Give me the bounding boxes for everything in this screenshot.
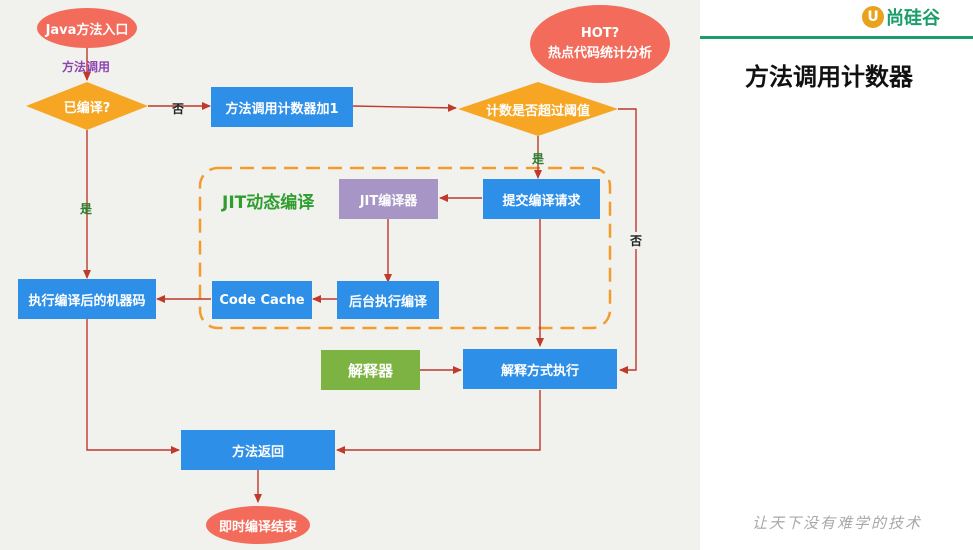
compiled-decision-label: 已编译? — [63, 100, 111, 116]
end-node: 即时编译结束 — [206, 506, 310, 544]
submit-compile-label: 提交编译请求 — [502, 193, 581, 209]
background-compile-label: 后台执行编译 — [348, 294, 427, 310]
page-title: 方法调用计数器 — [745, 63, 913, 91]
method-return-label: 方法返回 — [231, 444, 284, 460]
slogan-watermark: 让天下没有难学的技术 — [752, 514, 923, 532]
edge-interp-to-return — [336, 390, 541, 454]
execute-compiled-label: 执行编译后的机器码 — [28, 293, 146, 309]
yes-label-compiled: 是 — [80, 202, 93, 216]
execute-compiled-node: 执行编译后的机器码 — [18, 279, 156, 319]
brand-logo: U 尚硅谷 — [862, 4, 940, 30]
jit-compiler-label: JIT编译器 — [359, 193, 418, 209]
interpreted-execution-node: 解释方式执行 — [463, 349, 617, 389]
threshold-decision-label: 计数是否超过阈值 — [485, 103, 590, 119]
no-label-threshold: 否 — [630, 232, 643, 249]
end-label: 即时编译结束 — [218, 519, 297, 535]
counter-increment-node: 方法调用计数器加1 — [211, 87, 353, 127]
method-call-label: 方法调用 — [62, 60, 111, 74]
hot-analysis-node: HOT? 热点代码统计分析 — [530, 5, 670, 83]
counter-increment-label: 方法调用计数器加1 — [225, 101, 339, 117]
threshold-decision-shape — [458, 82, 618, 136]
start-node: Java方法入口 — [37, 8, 137, 48]
interpreter-node: 解释器 — [321, 350, 420, 390]
start-label: Java方法入口 — [45, 22, 129, 38]
method-return-node: 方法返回 — [181, 430, 335, 470]
hot-analysis-label: HOT? 热点代码统计分析 — [547, 26, 652, 61]
edge-exec-to-return — [86, 319, 180, 454]
brand-divider — [700, 36, 973, 39]
jit-group-title: JIT动态编译 — [222, 193, 315, 213]
code-cache-label: Code Cache — [219, 292, 305, 308]
code-cache-node: Code Cache — [212, 281, 312, 319]
title-panel — [700, 0, 973, 550]
brand-logo-icon: U — [862, 6, 884, 28]
jit-compiler-node: JIT编译器 — [339, 179, 438, 219]
interpreter-label: 解释器 — [347, 361, 393, 380]
interpreted-execution-label: 解释方式执行 — [500, 363, 579, 379]
compiled-decision-shape — [26, 82, 148, 130]
background-compile-node: 后台执行编译 — [337, 281, 439, 319]
brand-name: 尚硅谷 — [886, 8, 940, 29]
yes-label-threshold: 是 — [532, 152, 545, 166]
jit-group-border — [198, 166, 612, 330]
no-label-compiled: 否 — [172, 102, 185, 116]
submit-compile-node: 提交编译请求 — [483, 179, 600, 219]
edge-counter-to-threshold — [351, 103, 457, 112]
